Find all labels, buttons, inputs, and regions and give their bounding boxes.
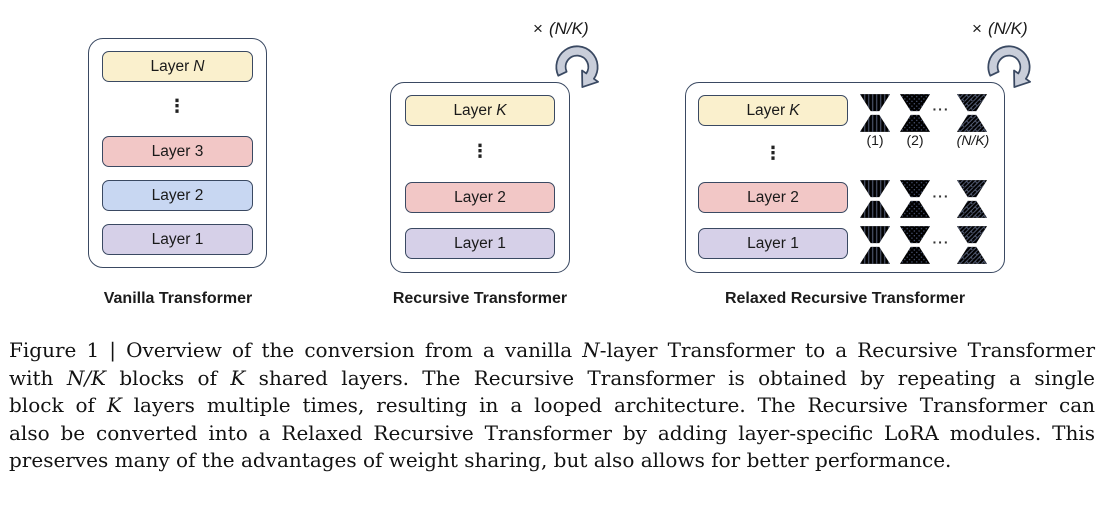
times-symbol: ×: [533, 19, 543, 38]
layer-box-1: Layer 1: [405, 228, 555, 259]
ellipsis-dots: ···: [932, 188, 950, 204]
caption-line: block of K layers multiple times, result…: [9, 393, 1096, 417]
layer-label: Layer: [453, 101, 493, 119]
layer-box-3: Layer 3: [102, 136, 253, 167]
vertical-ellipsis: ⋮: [168, 96, 186, 117]
lora-module-icon-dots: [899, 226, 931, 264]
module-index-2: (2): [906, 132, 924, 148]
layer-label: Layer: [150, 57, 190, 75]
layer-variable: K: [496, 101, 507, 119]
layer-box-2: Layer 2: [405, 182, 555, 213]
loop-count-value: (N/K): [548, 19, 589, 38]
loop-arrow-icon: [987, 45, 1032, 88]
lora-module-icon-stripes: [859, 94, 891, 132]
layer-label: Layer 3: [151, 142, 204, 160]
lora-module-icon-dots: [899, 94, 931, 132]
vertical-ellipsis: ⋮: [471, 141, 489, 162]
lora-module-icon-bricks: [956, 94, 988, 132]
panel-title-relaxed-recursive: Relaxed Recursive Transformer: [724, 290, 966, 307]
caption-line: also be converted into a Relaxed Recursi…: [9, 420, 1095, 445]
layer-label: Layer 2: [151, 186, 204, 204]
loop-count-value: (N/K): [987, 19, 1028, 38]
figure-caption: Figure 1 | Overview of the conversion fr…: [9, 337, 1095, 475]
layer-box-2: Layer 2: [698, 182, 848, 213]
layer-label: Layer 1: [454, 234, 506, 252]
lora-module-icon-bricks: [956, 180, 988, 218]
caption-line: Figure 1 | Overview of the conversion fr…: [9, 338, 1096, 362]
layer-box-1: Layer 1: [102, 224, 253, 255]
times-symbol: ×: [972, 19, 982, 38]
loop-arrow-icon: [555, 45, 600, 88]
lora-module-icon-stripes: [859, 180, 891, 218]
lora-module-icon-dots: [899, 180, 931, 218]
layer-variable: N: [193, 57, 205, 75]
loop-count-label: × (N/K): [972, 19, 1028, 39]
loop-count-label: × (N/K): [533, 19, 589, 39]
vertical-ellipsis: ⋮: [764, 143, 782, 164]
caption-line: preserves many of the advantages of weig…: [9, 448, 952, 472]
module-index-1: (1): [866, 132, 884, 148]
lora-module-icon-bricks: [956, 226, 988, 264]
lora-module-icon-stripes: [859, 226, 891, 264]
layer-label: Layer 1: [747, 234, 799, 252]
layer-box-1: Layer 1: [698, 228, 848, 259]
panel-title-recursive: Recursive Transformer: [392, 290, 568, 307]
layer-variable: K: [789, 101, 800, 119]
layer-box-2: Layer 2: [102, 180, 253, 211]
layer-label: Layer 2: [454, 188, 506, 206]
caption-line: with N/K blocks of K shared layers. The …: [9, 365, 1095, 390]
layer-label: Layer: [746, 101, 786, 119]
layer-label: Layer 1: [151, 230, 204, 248]
ellipsis-dots: ···: [932, 101, 950, 117]
layer-label: Layer 2: [747, 188, 799, 206]
panel-title-vanilla: Vanilla Transformer: [103, 290, 253, 307]
ellipsis-dots: ···: [932, 234, 950, 250]
module-index-nk: (N/K): [956, 132, 990, 148]
